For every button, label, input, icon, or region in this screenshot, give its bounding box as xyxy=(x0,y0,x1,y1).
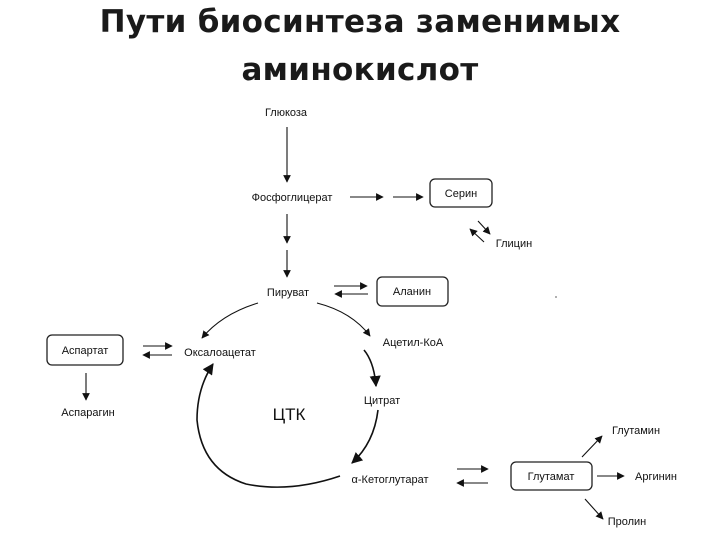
acetyl-coa-to-citrate-arrow xyxy=(363,349,381,388)
slide-title-line-1: Пути биосинтеза заменимых xyxy=(99,4,621,40)
glycine-to-serine-arrow xyxy=(469,228,485,243)
citrate-to-ketoglutarate-arrow xyxy=(351,409,379,464)
ketoglutarate-label: α-Кетоглутарат xyxy=(352,474,429,486)
acetyl-coa-label: Ацетил-КоА xyxy=(383,337,444,349)
tca-cycle-label: ЦТК xyxy=(273,405,306,424)
glycine-label: Глицин xyxy=(496,238,532,250)
slide-title-line-2: аминокислот xyxy=(241,52,479,88)
citrate-label: Цитрат xyxy=(364,395,400,407)
glutamine-label: Глутамин xyxy=(612,425,660,437)
serine-label: Серин xyxy=(445,188,477,200)
glutamate-to-proline-arrow xyxy=(584,498,604,520)
stray-dot xyxy=(555,296,557,298)
proline-label: Пролин xyxy=(608,516,647,528)
glutamate-to-glutamine-arrow xyxy=(581,435,603,458)
glucose-label: Глюкоза xyxy=(265,107,308,119)
aspartate-label: Аспартат xyxy=(62,345,109,357)
pyruvate-to-oxaloacetate-arrow xyxy=(201,302,259,339)
ketoglutarate-to-oxaloacetate-arrow xyxy=(196,363,341,488)
pyruvate-to-acetyl-coa-arrow xyxy=(316,302,371,337)
glutamate-label: Глутамат xyxy=(528,471,575,483)
pyruvate-label: Пируват xyxy=(267,287,309,299)
alanine-box xyxy=(376,276,449,307)
alanine-label: Аланин xyxy=(393,286,431,298)
glutamate-box xyxy=(510,461,593,491)
aspartate-box xyxy=(46,334,124,366)
phosphoglycerate-label: Фосфоглицерат xyxy=(252,192,333,204)
serine-to-glycine-arrow xyxy=(477,220,491,235)
asparagine-label: Аспарагин xyxy=(61,407,114,419)
oxaloacetate-label: Оксалоацетат xyxy=(184,347,256,359)
arginine-label: Аргинин xyxy=(635,471,677,483)
serine-box xyxy=(429,178,493,208)
